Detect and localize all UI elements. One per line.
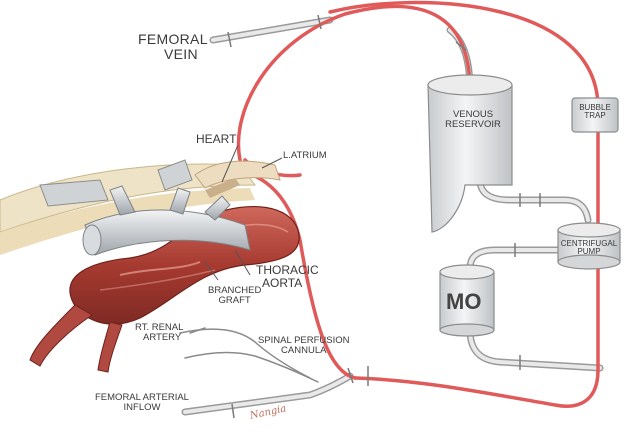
venous-reservoir-label-line2: RESERVOIR	[443, 120, 503, 130]
renal-artery-label-line2: ARTERY	[143, 333, 183, 343]
thoracic-aorta-label: THORACIC AORTA	[256, 264, 319, 289]
venous-reservoir-label: VENOUS RESERVOIR	[443, 110, 503, 130]
spinal-cannula-label: SPINAL PERFUSION CANNULA	[258, 336, 350, 356]
oxygenator-label: MO	[446, 290, 481, 313]
thoracic-aorta-label-line2: AORTA	[262, 277, 319, 290]
bubble-trap-label: BUBBLE TRAP	[574, 104, 616, 121]
renal-artery-label: RT. RENAL ARTERY	[135, 323, 183, 343]
heart-label: HEART	[196, 133, 236, 146]
branched-graft-label: BRANCHED GRAFT	[208, 286, 261, 306]
bubble-trap-label-line2: TRAP	[574, 112, 616, 120]
centrifugal-pump-label: CENTRIFUGAL PUMP	[558, 240, 620, 257]
thoracic-aorta-label-line1: THORACIC	[256, 264, 319, 277]
femoral-vein-label-line2: VEIN	[164, 47, 208, 62]
branched-graft-label-line2: GRAFT	[208, 296, 261, 306]
femoral-inflow-label: FEMORAL ARTERIAL INFLOW	[95, 393, 189, 413]
venous-reservoir	[428, 75, 512, 232]
femoral-vein-label-line1: FEMORAL	[138, 32, 208, 47]
renal-cannula-line	[185, 352, 318, 382]
left-atrium-label: L.ATRIUM	[283, 151, 327, 161]
centrifugal-pump-label-line2: PUMP	[558, 248, 620, 256]
femoral-vein-label: FEMORAL VEIN	[138, 32, 208, 61]
spinal-cannula-label-line2: CANNULA	[258, 346, 350, 356]
femoral-inflow-label-line2: INFLOW	[95, 403, 189, 413]
